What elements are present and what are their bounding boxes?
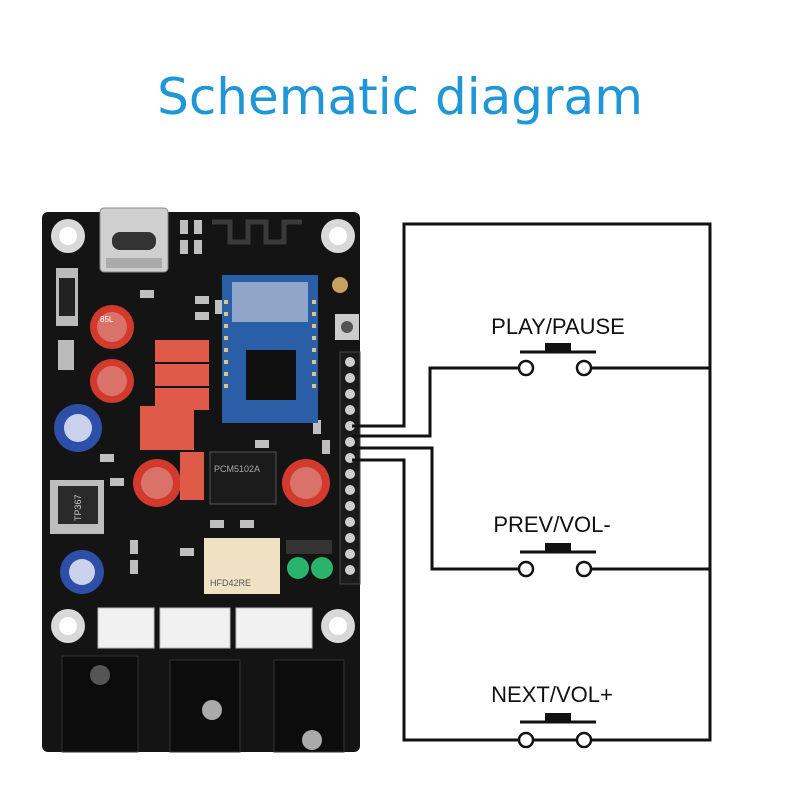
antenna-connector — [332, 277, 348, 293]
dac-chip: PCM5102A — [209, 451, 277, 505]
switch-label: PREV/VOL- — [493, 512, 610, 537]
red-capacitor — [133, 459, 181, 507]
pin-header — [339, 351, 361, 585]
pcb-board: 85L — [42, 207, 361, 753]
smd-component — [58, 340, 74, 370]
tact-switch — [335, 314, 359, 340]
red-capacitor — [282, 459, 330, 507]
green-led — [287, 557, 309, 579]
mounting-hole — [51, 219, 85, 253]
jst-connector — [235, 607, 313, 649]
common-wire — [352, 222, 712, 742]
blue-capacitor — [60, 550, 104, 594]
mounting-hole — [51, 609, 85, 643]
regulator-label: TP367 — [73, 494, 83, 521]
red-capacitor — [90, 359, 134, 403]
resistor-array — [140, 340, 209, 500]
audio-jack — [169, 659, 241, 753]
switch-label: NEXT/VOL+ — [491, 682, 613, 707]
switch-label: PLAY/PAUSE — [491, 314, 625, 339]
prev-wire — [352, 446, 522, 571]
bluetooth-module — [222, 275, 318, 423]
antenna-trace — [212, 219, 302, 245]
switch-next-vol: NEXT/VOL+ — [491, 682, 613, 749]
capacitor-marking: 85L — [100, 315, 114, 324]
mounting-hole — [321, 609, 355, 643]
smd-components — [100, 220, 330, 574]
blue-capacitor — [54, 404, 102, 452]
switch-play-pause: PLAY/PAUSE — [491, 314, 625, 377]
dc-power-jack — [61, 655, 139, 753]
mounting-hole — [321, 219, 355, 253]
green-led — [311, 557, 333, 579]
jst-connector — [97, 607, 155, 649]
jst-connector — [159, 607, 231, 649]
switch-prev-vol: PREV/VOL- — [493, 512, 611, 578]
wiring — [352, 222, 712, 742]
chip-label: PCM5102A — [214, 464, 260, 474]
voltage-regulator: TP367 — [50, 480, 104, 534]
diode — [56, 268, 78, 326]
relay: HFD42RE — [204, 538, 280, 594]
page-title: Schematic diagram — [157, 68, 643, 126]
red-capacitor — [90, 305, 134, 349]
play-pause-wire — [352, 366, 522, 438]
relay-label: HFD42RE — [210, 578, 251, 588]
usb-c-port — [99, 207, 169, 273]
led-holder — [286, 540, 332, 554]
audio-jack — [273, 659, 345, 753]
